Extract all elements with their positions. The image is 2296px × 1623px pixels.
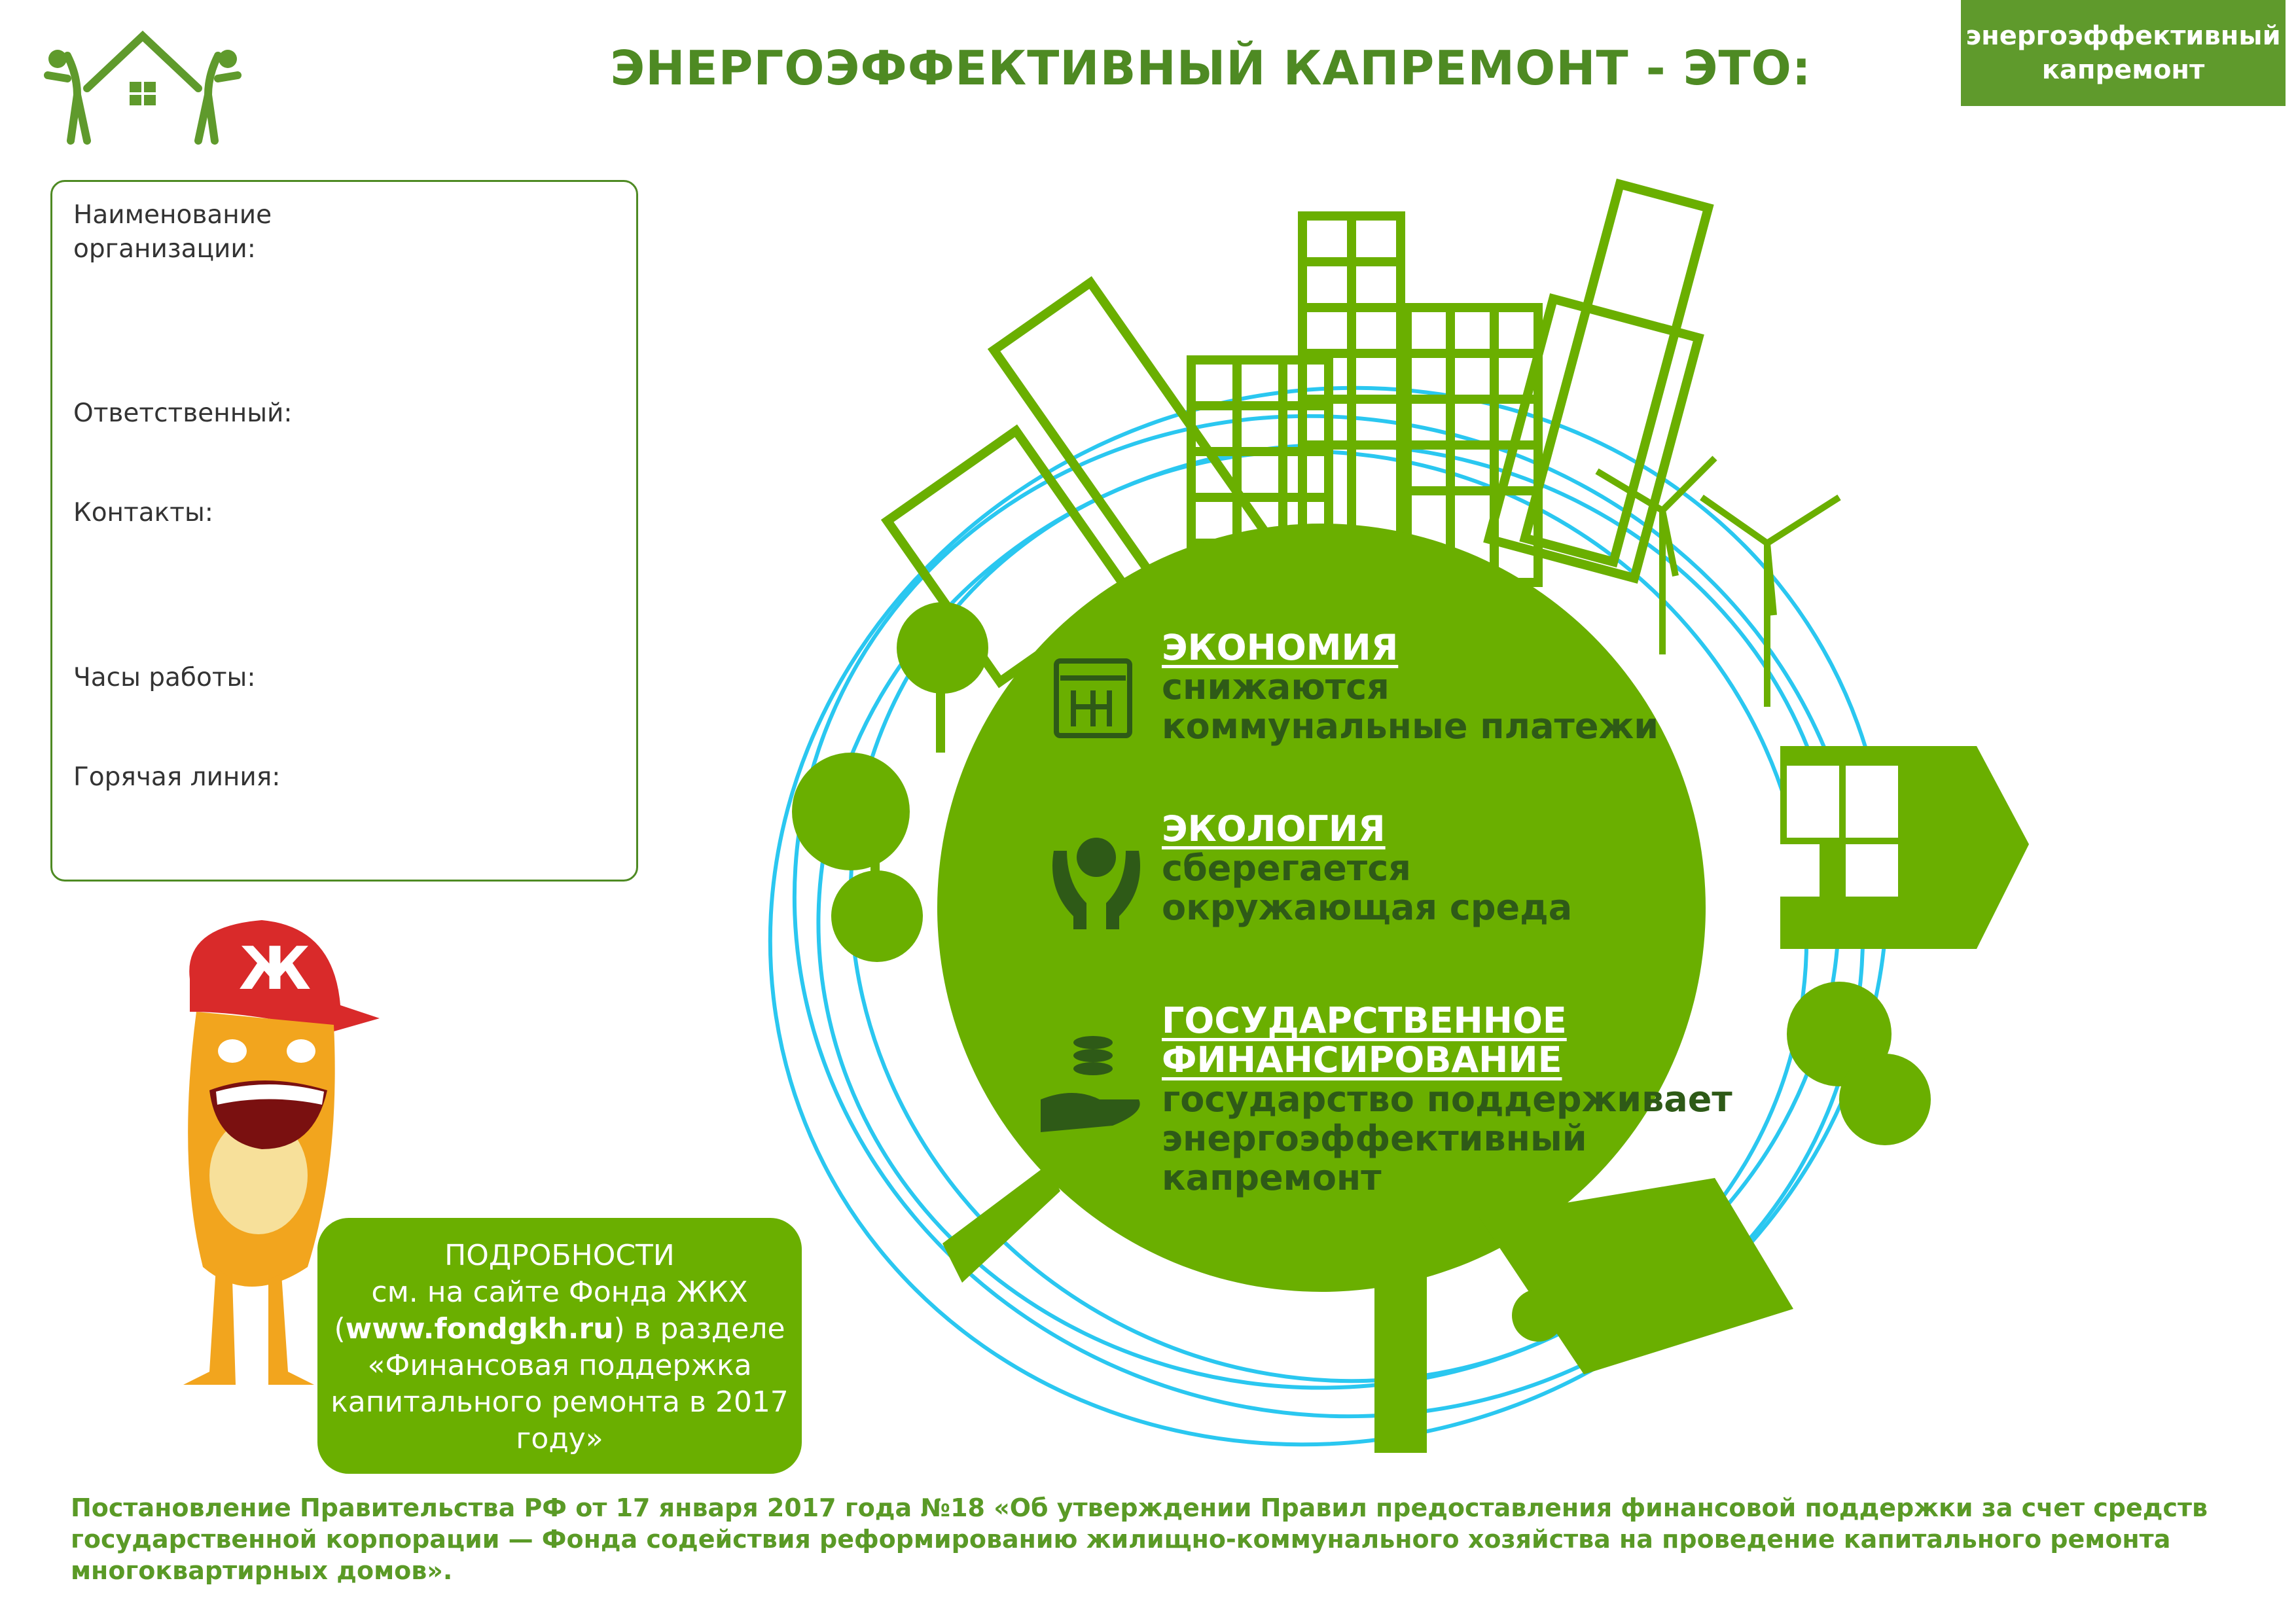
- org-label-line-1: Наименование: [73, 200, 272, 230]
- organization-info-box: Наименование организации: Ответственный:…: [50, 180, 638, 882]
- benefit-line: снижаются: [1162, 666, 1390, 707]
- house-arrow: [1780, 746, 2029, 949]
- contacts-label: Контакты:: [73, 498, 213, 527]
- benefit-heading-2: ФИНАНСИРОВАНИЕ: [1162, 1039, 1562, 1080]
- benefit-heading: ЭКОЛОГИЯ: [1162, 808, 1386, 849]
- topic-badge: энергоэффективный капремонт: [1961, 0, 2286, 106]
- details-line: году»: [516, 1422, 603, 1455]
- wind-turbines: [1595, 455, 1841, 707]
- benefit-ecology: ЭКОЛОГИЯ сберегается окружающая среда: [1162, 810, 1572, 927]
- fondgkh-link[interactable]: www.fondgkh.ru: [345, 1312, 614, 1346]
- details-line-rest: ) в разделе: [613, 1312, 785, 1346]
- logo-icon: [44, 30, 242, 145]
- benefit-heading: ЭКОНОМИЯ: [1162, 627, 1399, 668]
- cap-letter: Ж: [239, 935, 311, 1003]
- benefit-state-funding: ГОСУДАРСТВЕННОЕ ФИНАНСИРОВАНИЕ государст…: [1162, 1001, 1732, 1198]
- details-line: «Финансовая поддержка: [367, 1349, 752, 1382]
- mascot-illustration: Ж: [183, 920, 389, 1385]
- org-name-label: Наименование организации:: [73, 198, 272, 266]
- carrot: [942, 1165, 1060, 1283]
- benefit-line: окружающая среда: [1162, 887, 1573, 928]
- calculator-icon: [1054, 658, 1132, 738]
- benefit-line: сберегается: [1162, 847, 1411, 889]
- badge-line-2: капремонт: [2041, 55, 2205, 85]
- pole: [1374, 1243, 1427, 1453]
- details-line: (www.fondgkh.ru) в разделе: [331, 1311, 789, 1347]
- benefit-line: коммунальные платежи: [1162, 705, 1659, 747]
- details-line: ПОДРОБНОСТИ: [444, 1239, 675, 1272]
- benefit-line: государство поддерживает: [1162, 1079, 1732, 1120]
- hotline-label: Горячая линия:: [73, 762, 281, 792]
- benefit-economy: ЭКОНОМИЯ снижаются коммунальные платежи: [1162, 628, 1659, 746]
- trees: [792, 602, 1931, 1145]
- details-line: см. на сайте Фонда ЖКХ: [371, 1275, 748, 1309]
- benefit-line: капремонт: [1162, 1157, 1382, 1198]
- details-line: капитального ремонта в 2017: [331, 1385, 789, 1419]
- org-label-line-2: организации:: [73, 234, 256, 264]
- responsible-label: Ответственный:: [73, 399, 293, 428]
- details-callout: ПОДРОБНОСТИ см. на сайте Фонда ЖКХ (www.…: [317, 1218, 802, 1474]
- benefit-line: энергоэффективный: [1162, 1118, 1587, 1159]
- page-title: ЭНЕРГОЭФФЕКТИВНЫЙ КАПРЕМОНТ - ЭТО:: [610, 41, 1812, 96]
- hours-label: Часы работы:: [73, 663, 256, 692]
- paren: (: [334, 1312, 346, 1346]
- hand-coins-icon: [1041, 1036, 1140, 1132]
- benefit-heading: ГОСУДАРСТВЕННОЕ: [1162, 1000, 1567, 1041]
- badge-line-1: энергоэффективный: [1965, 21, 2281, 51]
- hands-globe-icon: [1052, 838, 1140, 929]
- footer-decree-text: Постановление Правительства РФ от 17 янв…: [71, 1493, 2208, 1585]
- house-windows: [1767, 766, 1898, 897]
